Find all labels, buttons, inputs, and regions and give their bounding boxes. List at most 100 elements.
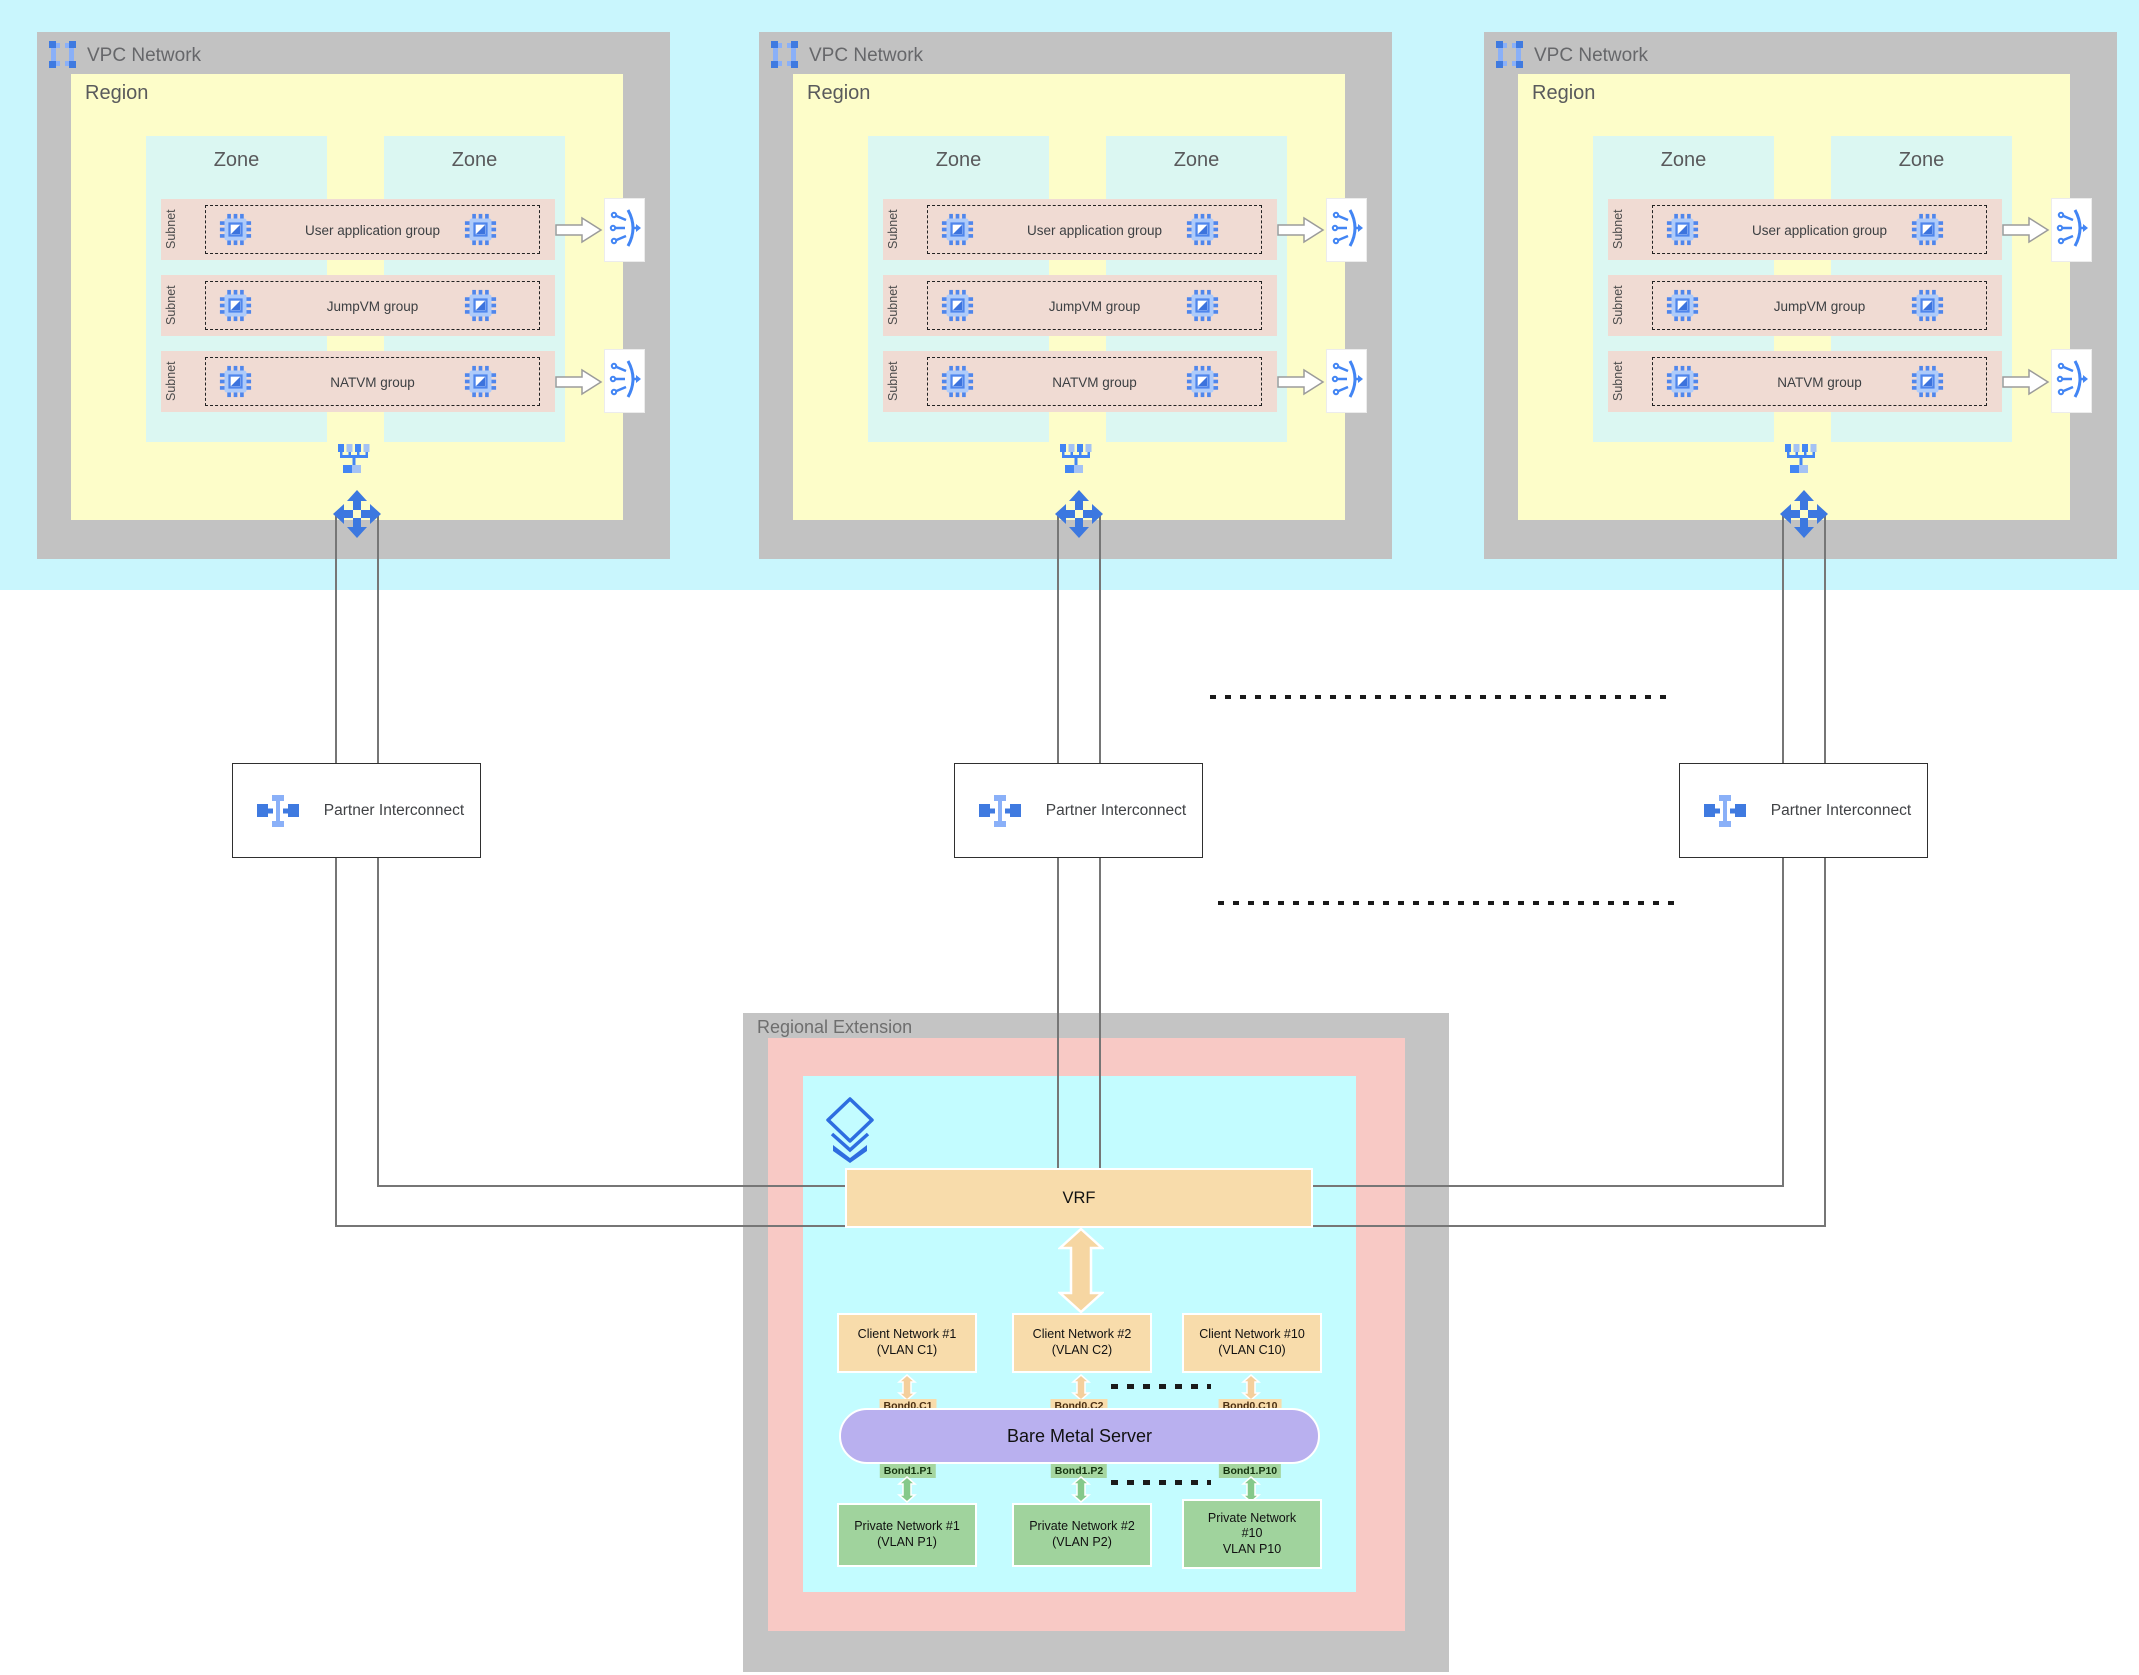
subnet-label: Subnet bbox=[1611, 285, 1625, 326]
client-network-name: Client Network #1 bbox=[857, 1327, 957, 1342]
partner-interconnect-icon bbox=[1702, 791, 1748, 836]
subnet-label: Subnet bbox=[886, 209, 900, 250]
egress-arrow bbox=[555, 215, 603, 250]
load-balancer-icon bbox=[2056, 358, 2088, 405]
vm-instance-icon bbox=[1911, 289, 1944, 327]
egress-arrow bbox=[555, 367, 603, 402]
group-label: NATVM group bbox=[1777, 375, 1862, 390]
connector-line bbox=[334, 858, 337, 1227]
client-network-vlan: (VLAN C2) bbox=[1051, 1343, 1113, 1357]
ellipsis-dotted-line bbox=[1111, 1480, 1211, 1485]
subnet-label: Subnet bbox=[886, 285, 900, 326]
connector-line bbox=[1098, 858, 1101, 1168]
instance-group-box: NATVM group bbox=[927, 357, 1262, 406]
partner-interconnect-label: Partner Interconnect bbox=[1045, 802, 1187, 820]
group-label: User application group bbox=[304, 223, 441, 238]
private-network-name: Private Network #1 bbox=[854, 1519, 960, 1534]
partner-interconnect-icon bbox=[977, 791, 1023, 836]
connector-line bbox=[1313, 1224, 1826, 1227]
subnet-row-user-app: Subnet User application group bbox=[161, 199, 555, 260]
region-label: Region bbox=[1532, 82, 1596, 104]
bond1-label: Bond1.P2 bbox=[1050, 1464, 1108, 1478]
vm-instance-icon bbox=[1186, 213, 1219, 251]
vm-instance-icon bbox=[1911, 213, 1944, 251]
load-balancer-box bbox=[1326, 349, 1367, 413]
group-label: JumpVM group bbox=[1773, 299, 1866, 314]
private-network-name: Private Network #2 bbox=[1029, 1519, 1135, 1534]
connector-line bbox=[1098, 515, 1101, 763]
ellipsis-dotted-line bbox=[1210, 695, 1672, 699]
connector-line bbox=[1056, 515, 1059, 763]
cloud-router-icon bbox=[1054, 489, 1104, 544]
subnet-row-natvm: Subnet NATVM group bbox=[1608, 351, 2002, 412]
region-label: Region bbox=[807, 82, 871, 104]
vm-instance-icon bbox=[464, 365, 497, 403]
private-network-vlan: (VLAN P1) bbox=[877, 1535, 937, 1549]
instance-group-box: User application group bbox=[927, 205, 1262, 254]
load-balancer-box bbox=[2051, 349, 2092, 413]
vm-instance-icon bbox=[1666, 289, 1699, 327]
group-label: User application group bbox=[1026, 223, 1163, 238]
egress-arrow bbox=[1277, 367, 1325, 402]
cloud-router-icon bbox=[1779, 489, 1829, 544]
partner-interconnect-1: Partner Interconnect bbox=[232, 763, 481, 858]
connector-line bbox=[334, 515, 337, 763]
vm-instance-icon bbox=[1911, 365, 1944, 403]
instance-group-box: JumpVM group bbox=[205, 281, 540, 330]
vpc-title: VPC Network bbox=[1534, 45, 1649, 66]
subnet-row-jumpvm: Subnet JumpVM group bbox=[161, 275, 555, 336]
subnet-row-jumpvm: Subnet JumpVM group bbox=[1608, 275, 2002, 336]
client-network-vlan: (VLAN C1) bbox=[876, 1343, 938, 1357]
subnet-row-natvm: Subnet NATVM group bbox=[161, 351, 555, 412]
connector-line bbox=[1781, 858, 1784, 1187]
private-network-vlan: (VLAN P2) bbox=[1052, 1535, 1112, 1549]
connector-line bbox=[376, 858, 379, 1187]
subnet-label: Subnet bbox=[1611, 209, 1625, 250]
subnet-row-user-app: Subnet User application group bbox=[1608, 199, 2002, 260]
client-network-name: Client Network #2 bbox=[1032, 1327, 1132, 1342]
subnet-row-jumpvm: Subnet JumpVM group bbox=[883, 275, 1277, 336]
regional-extension-box: Regional Extension VRF Client Network #1… bbox=[743, 1013, 1449, 1672]
vpc-network-icon bbox=[1496, 41, 1523, 73]
vm-instance-icon bbox=[464, 213, 497, 251]
group-label: NATVM group bbox=[330, 375, 415, 390]
subnet-label: Subnet bbox=[886, 361, 900, 402]
region-label: Region bbox=[85, 82, 149, 104]
private-network-vlan: VLAN P10 bbox=[1222, 1541, 1282, 1556]
vm-instance-icon bbox=[1666, 365, 1699, 403]
zone-label: Zone bbox=[1173, 149, 1220, 171]
load-balancer-icon bbox=[609, 207, 641, 254]
zone-label: Zone bbox=[213, 149, 260, 171]
egress-arrow bbox=[1277, 215, 1325, 250]
load-balancer-box bbox=[2051, 198, 2092, 262]
vm-instance-icon bbox=[941, 289, 974, 327]
group-label: JumpVM group bbox=[1048, 299, 1141, 314]
vm-instance-icon bbox=[464, 289, 497, 327]
vpc-network-1: VPC Network Region Zone Zone Subnet User… bbox=[37, 32, 670, 559]
zone-label: Zone bbox=[451, 149, 498, 171]
group-label: NATVM group bbox=[1052, 375, 1137, 390]
vm-instance-icon bbox=[219, 289, 252, 327]
vm-instance-icon bbox=[1666, 213, 1699, 251]
bond-private-arrow bbox=[1071, 1476, 1091, 1508]
vm-instance-icon bbox=[941, 213, 974, 251]
load-balancer-icon bbox=[1331, 358, 1363, 405]
subnet-label: Subnet bbox=[1611, 361, 1625, 402]
instance-group-box: User application group bbox=[1652, 205, 1987, 254]
load-balancer-icon bbox=[609, 358, 641, 405]
private-network-1: Private Network #1 (VLAN P1) bbox=[837, 1503, 977, 1567]
vpc-title: VPC Network bbox=[87, 45, 202, 66]
regional-extension-title: Regional Extension bbox=[757, 1017, 913, 1037]
network-topology-icon bbox=[1059, 444, 1095, 481]
partner-interconnect-3: Partner Interconnect bbox=[1679, 763, 1928, 858]
load-balancer-box bbox=[604, 198, 645, 262]
client-network-1: Client Network #1 (VLAN C1) bbox=[837, 1313, 977, 1373]
connector-line bbox=[376, 1184, 846, 1187]
vpc-network-2: VPC Network Region Zone Zone Subnet User… bbox=[759, 32, 1392, 559]
bare-metal-solution-icon bbox=[824, 1096, 876, 1169]
connector-line bbox=[1823, 515, 1826, 763]
client-network-vlan: (VLAN C10) bbox=[1218, 1343, 1286, 1357]
network-topology-icon bbox=[1784, 444, 1820, 481]
vpc-title: VPC Network bbox=[809, 45, 924, 66]
